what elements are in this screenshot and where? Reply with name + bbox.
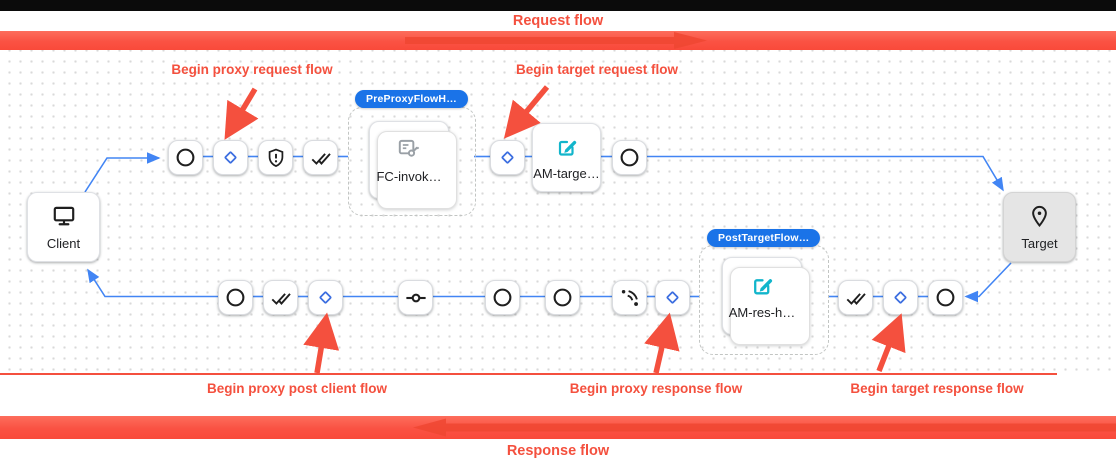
- monitor-icon: [51, 203, 77, 229]
- request-flow-band: [0, 31, 1116, 50]
- circle-step-icon: [552, 287, 573, 308]
- conditional-diamond-icon: [662, 287, 683, 308]
- circle-step-icon: [175, 147, 196, 168]
- assign-message-target-card[interactable]: AM-targe…: [532, 123, 601, 192]
- response-commit-node[interactable]: [398, 280, 433, 315]
- response-done-all-node-1[interactable]: [263, 280, 298, 315]
- client-node[interactable]: Client: [27, 192, 100, 262]
- response-proxy-flow-diamond[interactable]: [655, 280, 690, 315]
- conditional-diamond-icon: [497, 147, 518, 168]
- location-pin-icon: [1027, 204, 1052, 229]
- shield-policy-icon: [265, 147, 287, 169]
- response-signal-node[interactable]: [612, 280, 647, 315]
- edit-square-icon: [750, 273, 775, 298]
- done-all-icon: [845, 287, 867, 309]
- annotation-begin-target-response: Begin target response flow: [850, 381, 1024, 396]
- annotation-begin-proxy-response: Begin proxy response flow: [569, 381, 743, 396]
- response-done-all-node-2[interactable]: [838, 280, 873, 315]
- request-proxy-flow-diamond[interactable]: [213, 140, 248, 175]
- top-black-bar: [0, 0, 1116, 11]
- response-step-circle-1[interactable]: [218, 280, 253, 315]
- assign-message-response-card[interactable]: AM-res-h…: [722, 257, 810, 345]
- preproxy-flowhook-badge[interactable]: PreProxyFlowH…: [355, 90, 468, 108]
- client-label: Client: [46, 236, 81, 251]
- request-security-shield-node[interactable]: [258, 140, 293, 175]
- request-done-all-node[interactable]: [303, 140, 338, 175]
- annotation-begin-proxy-post-client: Begin proxy post client flow: [206, 381, 388, 396]
- circle-step-icon: [492, 287, 513, 308]
- request-step-circle-1[interactable]: [168, 140, 203, 175]
- assign-message-target-name: AM-targe…: [533, 165, 600, 181]
- response-flow-title: Response flow: [506, 443, 610, 459]
- flow-callout-icon: [396, 136, 422, 162]
- response-target-flow-diamond[interactable]: [883, 280, 918, 315]
- circle-step-icon: [225, 287, 246, 308]
- conditional-diamond-icon: [220, 147, 241, 168]
- request-flow-title: Request flow: [512, 13, 604, 29]
- flow-canvas: [0, 50, 1116, 373]
- request-target-flow-diamond[interactable]: [490, 140, 525, 175]
- response-step-circle-4[interactable]: [928, 280, 963, 315]
- circle-step-icon: [935, 287, 956, 308]
- posttarget-flowhook-badge[interactable]: PostTargetFlow…: [707, 229, 821, 247]
- canvas-bottom-red-line: [0, 373, 1057, 375]
- request-direction-arrow-icon: [405, 32, 707, 49]
- conditional-diamond-icon: [315, 287, 336, 308]
- assign-message-response-name: AM-res-h…: [728, 304, 796, 320]
- conditional-diamond-icon: [890, 287, 911, 308]
- response-flow-band: [0, 416, 1116, 439]
- done-all-icon: [310, 147, 332, 169]
- flow-callout-policy-name: FC-invok…: [376, 169, 442, 184]
- target-node[interactable]: Target: [1003, 192, 1076, 262]
- annotation-begin-proxy-request: Begin proxy request flow: [171, 62, 333, 77]
- done-all-icon: [270, 287, 292, 309]
- response-direction-arrow-icon: [413, 418, 1116, 437]
- request-step-circle-2[interactable]: [612, 140, 647, 175]
- circle-step-icon: [619, 147, 640, 168]
- commit-icon: [405, 287, 427, 309]
- response-post-client-diamond[interactable]: [308, 280, 343, 315]
- response-step-circle-2[interactable]: [485, 280, 520, 315]
- target-label: Target: [1021, 235, 1058, 251]
- edit-square-icon: [555, 135, 579, 159]
- response-step-circle-3[interactable]: [545, 280, 580, 315]
- flow-callout-policy-card[interactable]: FC-invok…: [369, 121, 457, 209]
- annotation-begin-target-request: Begin target request flow: [515, 62, 679, 77]
- signal-waves-icon: [619, 287, 641, 309]
